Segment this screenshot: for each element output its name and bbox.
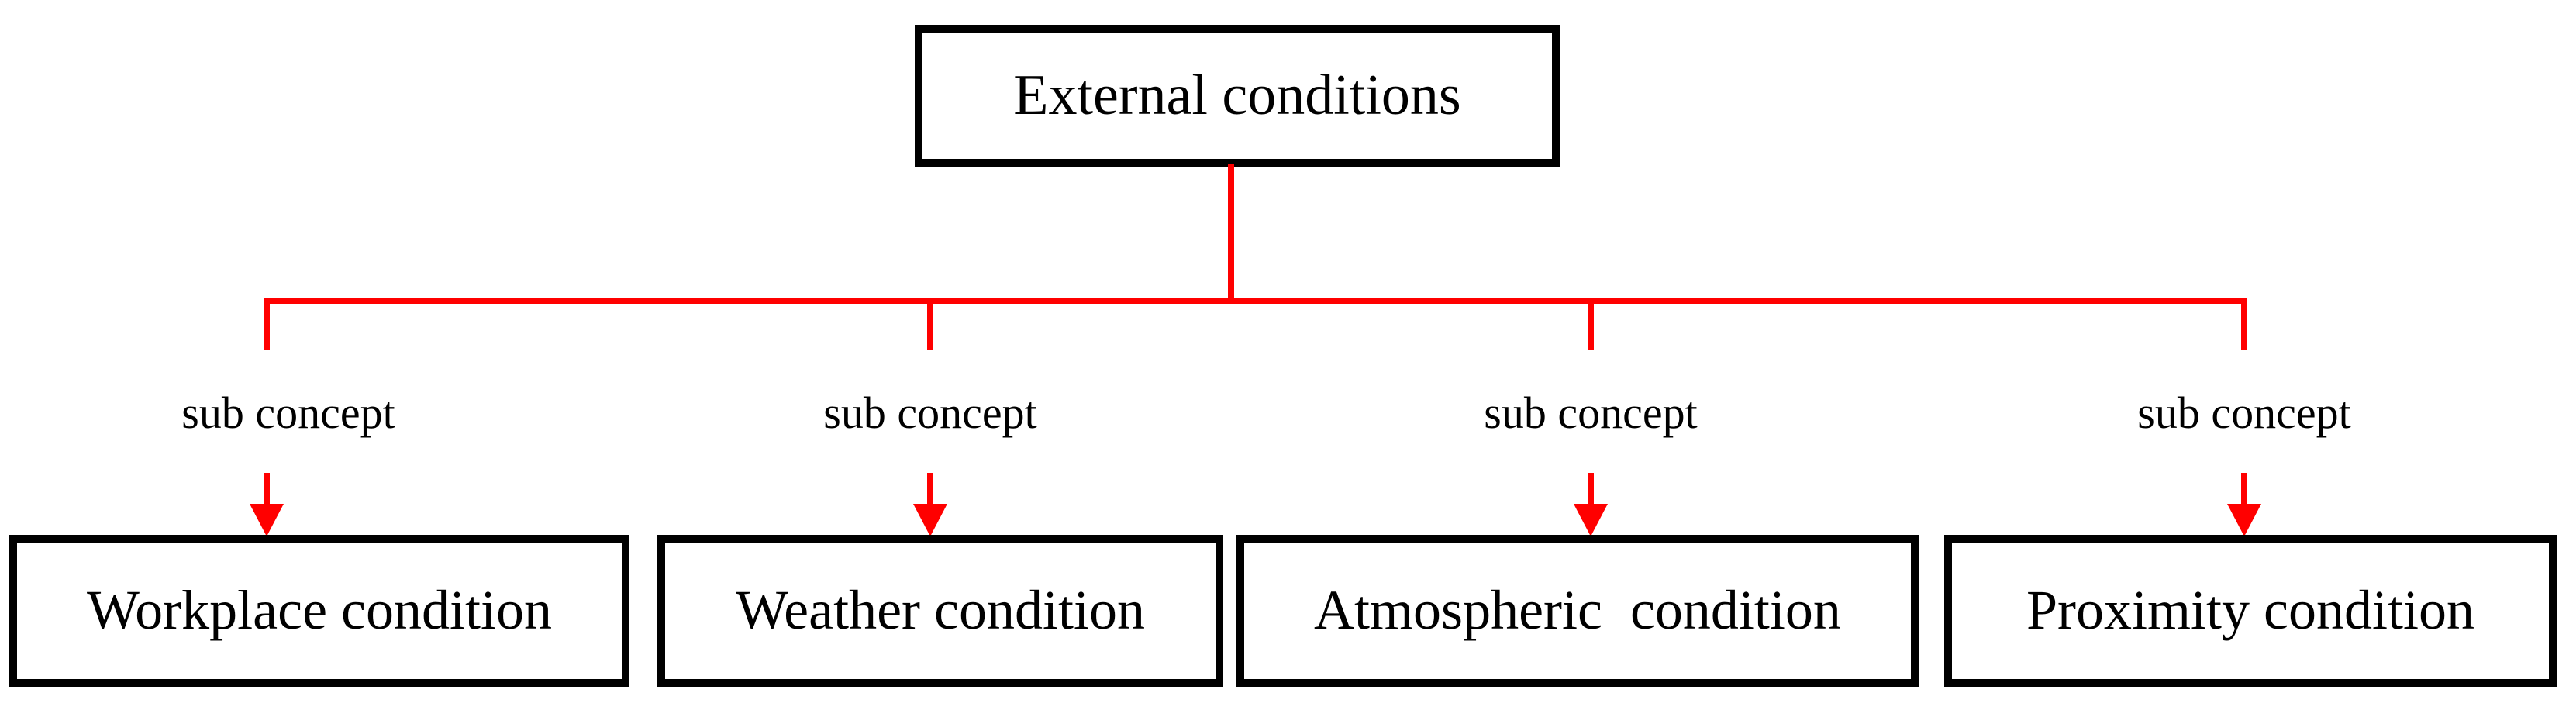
edge-label-1: sub concept	[181, 388, 395, 438]
edge-label-3: sub concept	[1484, 388, 1698, 438]
arrow-down-icon-2	[913, 473, 947, 536]
node-root-label: External conditions	[1013, 63, 1461, 127]
arrow-head-2	[913, 504, 947, 536]
edge-label-4: sub concept	[2137, 388, 2351, 438]
arrow-shaft-1	[264, 473, 270, 507]
arrow-down-icon-4	[2227, 473, 2261, 536]
node-leaf-workplace-condition[interactable]: Workplace condition	[9, 535, 629, 687]
node-leaf-atmospheric-condition[interactable]: Atmospheric condition	[1236, 535, 1919, 687]
arrow-down-icon-1	[250, 473, 284, 536]
arrow-head-1	[250, 504, 284, 536]
connector-trunk-line	[1228, 164, 1234, 304]
arrow-shaft-2	[927, 473, 933, 507]
connector-stub-1	[264, 298, 270, 350]
node-root-external-conditions[interactable]: External conditions	[915, 25, 1560, 167]
arrow-head-4	[2227, 504, 2261, 536]
connector-horizontal-bus	[264, 298, 2247, 304]
connector-stub-4	[2241, 298, 2247, 350]
node-leaf-label: Workplace condition	[86, 579, 552, 642]
arrow-head-3	[1574, 504, 1608, 536]
connector-stub-2	[927, 298, 933, 350]
node-leaf-label: Proximity condition	[2026, 579, 2474, 642]
node-leaf-label: Weather condition	[735, 579, 1145, 642]
arrow-down-icon-3	[1574, 473, 1608, 536]
arrow-shaft-3	[1588, 473, 1594, 507]
node-leaf-label: Atmospheric condition	[1314, 579, 1841, 642]
edge-label-2: sub concept	[823, 388, 1037, 438]
connector-stub-3	[1588, 298, 1594, 350]
node-leaf-weather-condition[interactable]: Weather condition	[657, 535, 1223, 687]
arrow-shaft-4	[2241, 473, 2247, 507]
node-leaf-proximity-condition[interactable]: Proximity condition	[1944, 535, 2557, 687]
